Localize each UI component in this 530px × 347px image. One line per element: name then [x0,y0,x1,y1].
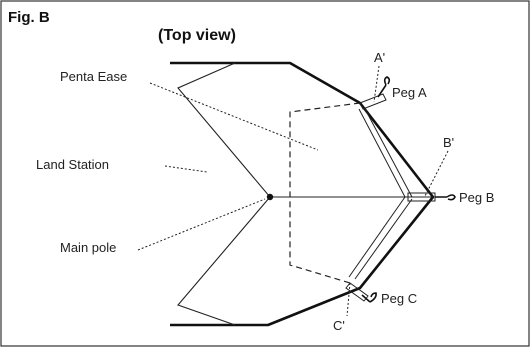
peg-a-hook-icon [377,76,391,98]
view-title: (Top view) [158,27,236,44]
figure-label: Fig. B [8,9,50,26]
section-c-strip [345,196,413,302]
peg-a-label: Peg A [392,85,427,100]
main-pole-label: Main pole [60,240,116,255]
peg-c-label: Peg C [381,291,417,306]
c-prime-label: C' [333,318,345,333]
peg-b-label: Peg B [459,190,494,205]
penta-ease-label: Penta Ease [60,69,127,84]
b-prime-label: B' [443,135,454,150]
section-a-strip [358,93,413,198]
penta-ease-dashed-outline [289,102,361,284]
land-station-outline [177,62,271,326]
main-pole-dot [266,193,274,201]
c-prime-leader [346,282,351,317]
land-station-leader [164,165,208,173]
peg-b-hook-icon [435,194,456,201]
land-station-label: Land Station [36,157,109,172]
outer-outline [170,61,435,327]
b-prime-leader [424,150,449,197]
main-pole-leader [137,198,266,251]
penta-ease-leader [149,82,319,151]
peg-c-hook-icon [361,292,377,303]
a-prime-label: A' [374,50,385,65]
